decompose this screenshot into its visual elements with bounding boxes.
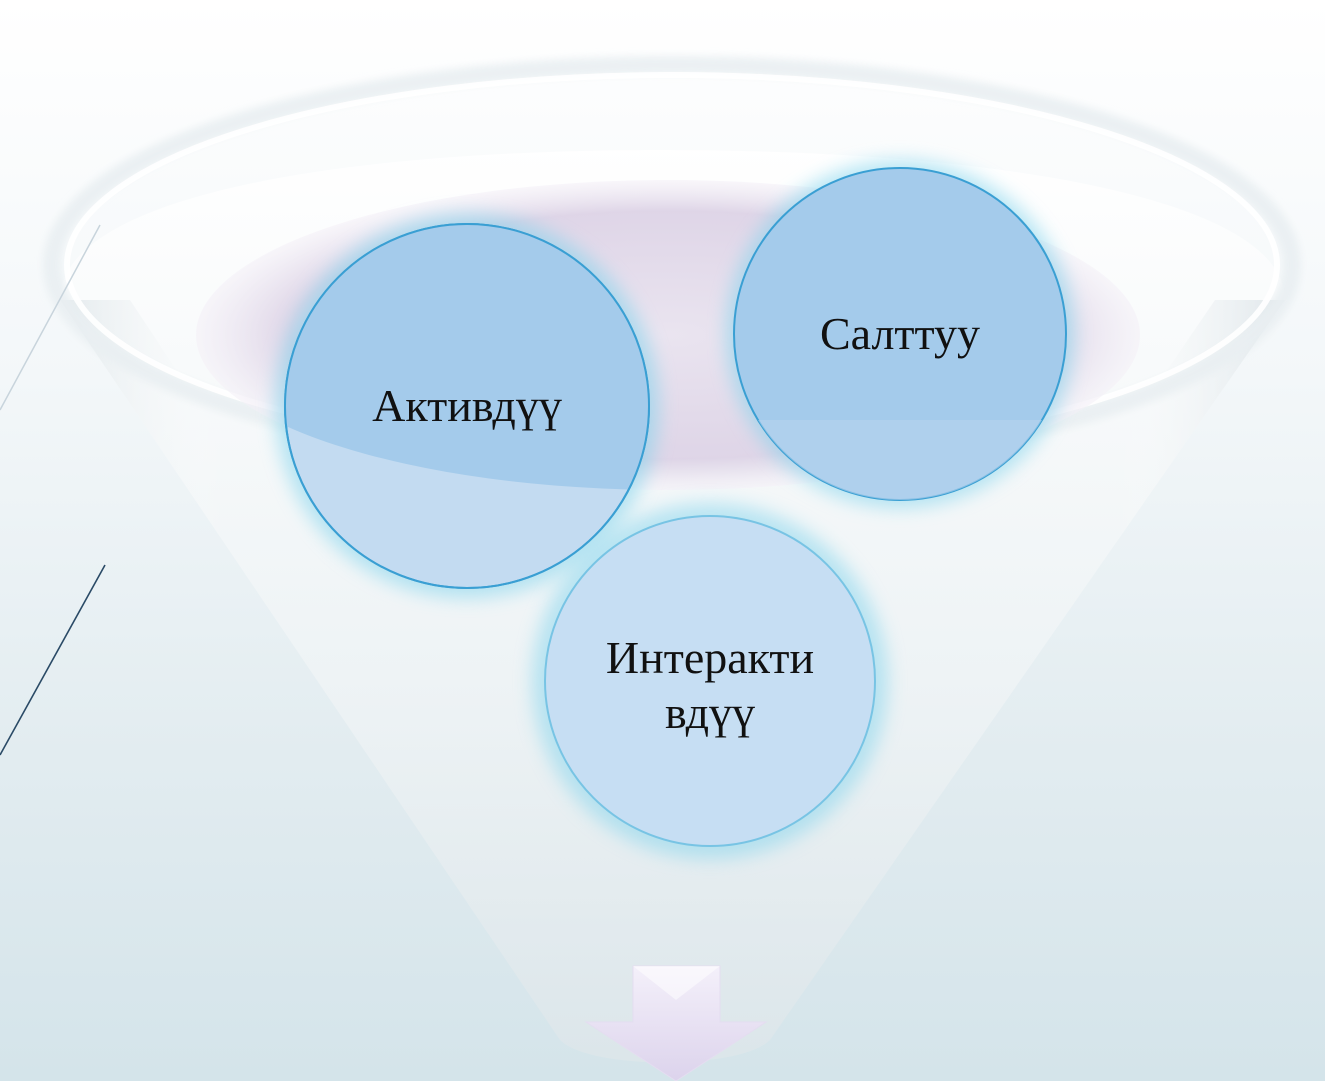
- decorative-line-bottom: [0, 564, 106, 756]
- decorative-line-top: [0, 224, 101, 411]
- funnel-left-shade: [60, 300, 620, 1040]
- circle-activation-outline: [284, 223, 650, 589]
- down-arrow-highlight: [633, 966, 720, 1000]
- funnel-right-shade: [710, 300, 1285, 1040]
- circle-interactive: [544, 515, 876, 847]
- down-arrow-icon: [584, 965, 768, 1081]
- circle-activation-mouth-overlap: [285, 224, 649, 490]
